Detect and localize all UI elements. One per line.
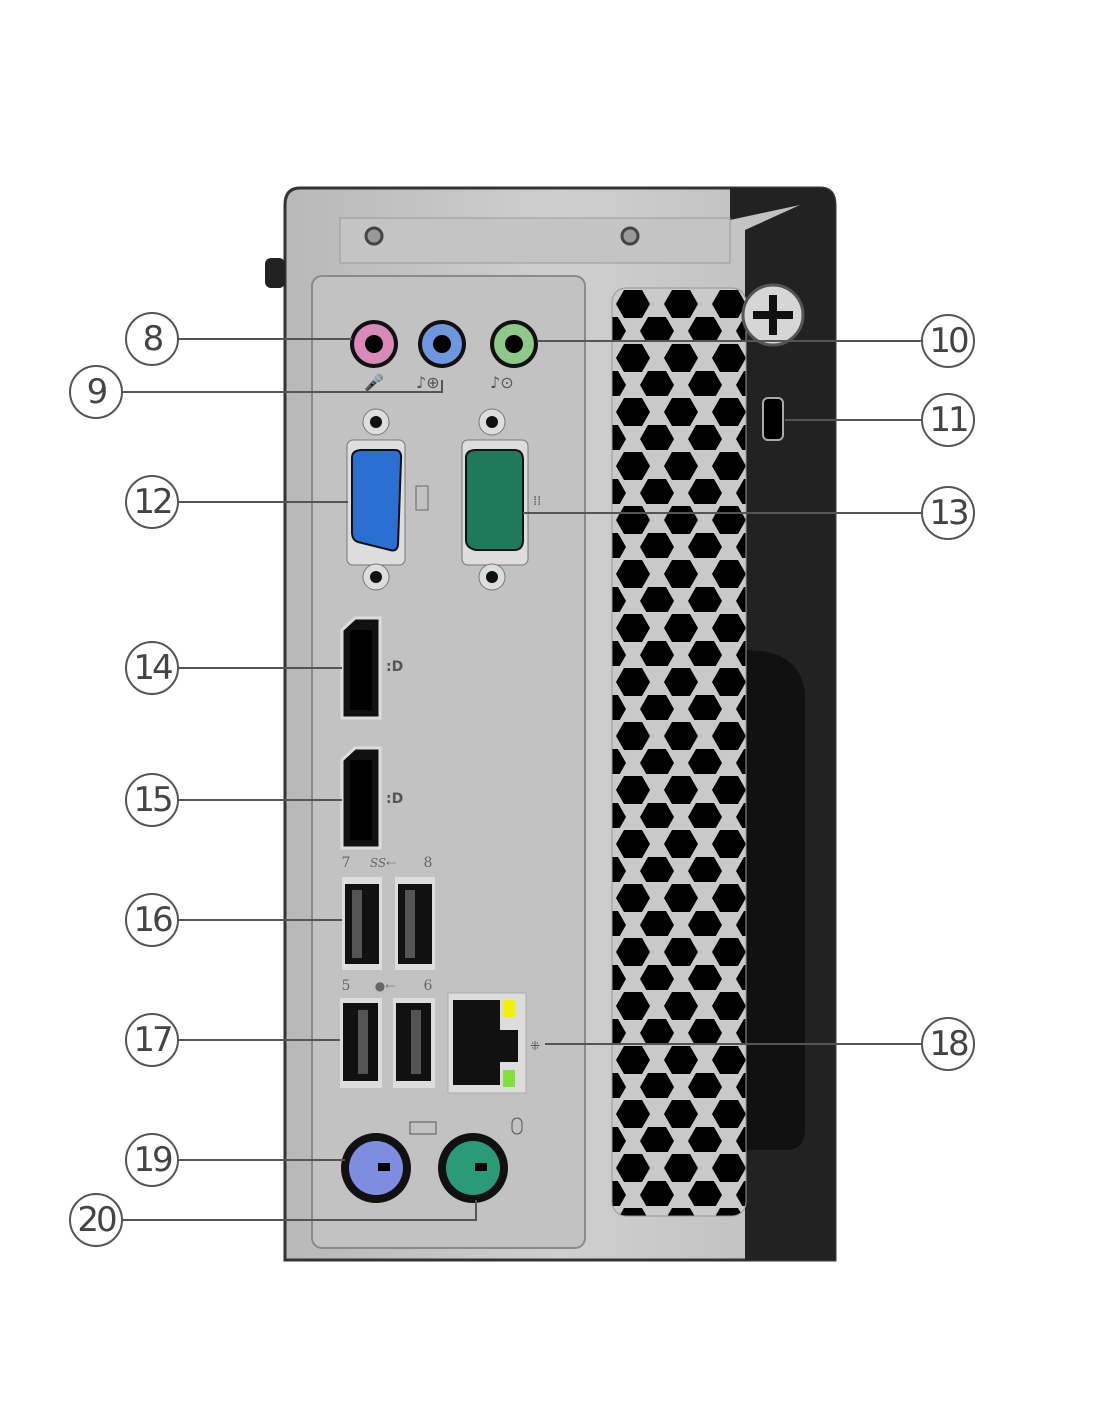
handle-recess bbox=[745, 650, 805, 1150]
thumbscrew-icon bbox=[741, 283, 805, 347]
mic-icon: 🎤 bbox=[364, 373, 384, 392]
callout-8: 8 bbox=[125, 312, 179, 366]
latch bbox=[265, 258, 285, 288]
mouse-icon bbox=[511, 1117, 523, 1135]
callout-12: 12 bbox=[125, 475, 179, 529]
leader-lines bbox=[122, 338, 922, 1221]
callout-number: 9 bbox=[87, 372, 107, 412]
usb-2-ports bbox=[340, 998, 435, 1088]
callout-number: 14 bbox=[133, 648, 172, 688]
callout-number: 16 bbox=[133, 900, 172, 940]
callout-18: 18 bbox=[921, 1017, 975, 1071]
callout-15: 15 bbox=[125, 773, 179, 827]
callout-10: 10 bbox=[921, 314, 975, 368]
callout-number: 12 bbox=[133, 482, 171, 522]
callout-number: 10 bbox=[929, 321, 968, 361]
dp-icon: :D bbox=[386, 791, 403, 807]
monitor-icon bbox=[415, 485, 429, 511]
callout-number: 20 bbox=[77, 1200, 116, 1240]
top-bracket bbox=[339, 217, 731, 264]
ps2-keyboard-port bbox=[341, 1121, 437, 1203]
displayport-2: :D bbox=[340, 746, 403, 850]
ethernet-port: ⁜ bbox=[447, 992, 540, 1094]
callout-20: 20 bbox=[69, 1193, 123, 1247]
screw-icon bbox=[364, 226, 384, 246]
usb3-icon: SS⇠ bbox=[370, 856, 396, 870]
usb-port-number: 8 bbox=[424, 855, 433, 871]
serial-icon: ⁞⁞ bbox=[533, 494, 541, 509]
line-in-icon: ♪⊕ bbox=[416, 373, 440, 392]
callout-11: 11 bbox=[921, 393, 975, 447]
callout-16: 16 bbox=[125, 893, 179, 947]
screw-icon bbox=[620, 226, 640, 246]
keyboard-icon bbox=[409, 1121, 437, 1135]
usb-icon: ●⇠ bbox=[375, 979, 396, 993]
dp-icon: :D bbox=[386, 659, 403, 675]
callout-number: 11 bbox=[929, 400, 967, 440]
line-out-icon: ♪⊙ bbox=[490, 373, 514, 392]
callout-17: 17 bbox=[125, 1013, 179, 1067]
vent-grille bbox=[611, 287, 747, 1217]
security-lock-slot bbox=[762, 397, 784, 441]
ps2-mouse-port bbox=[438, 1117, 523, 1203]
displayport-1: :D bbox=[340, 616, 403, 720]
serial-port: ⁞⁞ bbox=[461, 408, 541, 591]
callout-number: 18 bbox=[929, 1024, 968, 1064]
led-yellow bbox=[503, 1000, 515, 1017]
callout-9: 9 bbox=[69, 365, 123, 419]
usb-port-number: 7 bbox=[342, 855, 351, 871]
callout-number: 13 bbox=[929, 493, 967, 533]
audio-jacks: 🎤 ♪⊕ ♪⊙ bbox=[350, 320, 538, 392]
callout-number: 8 bbox=[143, 319, 163, 359]
led-green bbox=[503, 1070, 515, 1087]
callout-19: 19 bbox=[125, 1133, 179, 1187]
callout-number: 19 bbox=[133, 1140, 172, 1180]
callout-14: 14 bbox=[125, 641, 179, 695]
callout-number: 17 bbox=[133, 1020, 171, 1060]
vga-port bbox=[346, 408, 429, 591]
usb-port-number: 5 bbox=[342, 978, 351, 994]
usb-port-number: 6 bbox=[424, 978, 433, 994]
callout-number: 15 bbox=[133, 780, 171, 820]
usb-3-ports bbox=[342, 877, 435, 970]
callout-13: 13 bbox=[921, 486, 975, 540]
network-icon: ⁜ bbox=[530, 1039, 540, 1053]
